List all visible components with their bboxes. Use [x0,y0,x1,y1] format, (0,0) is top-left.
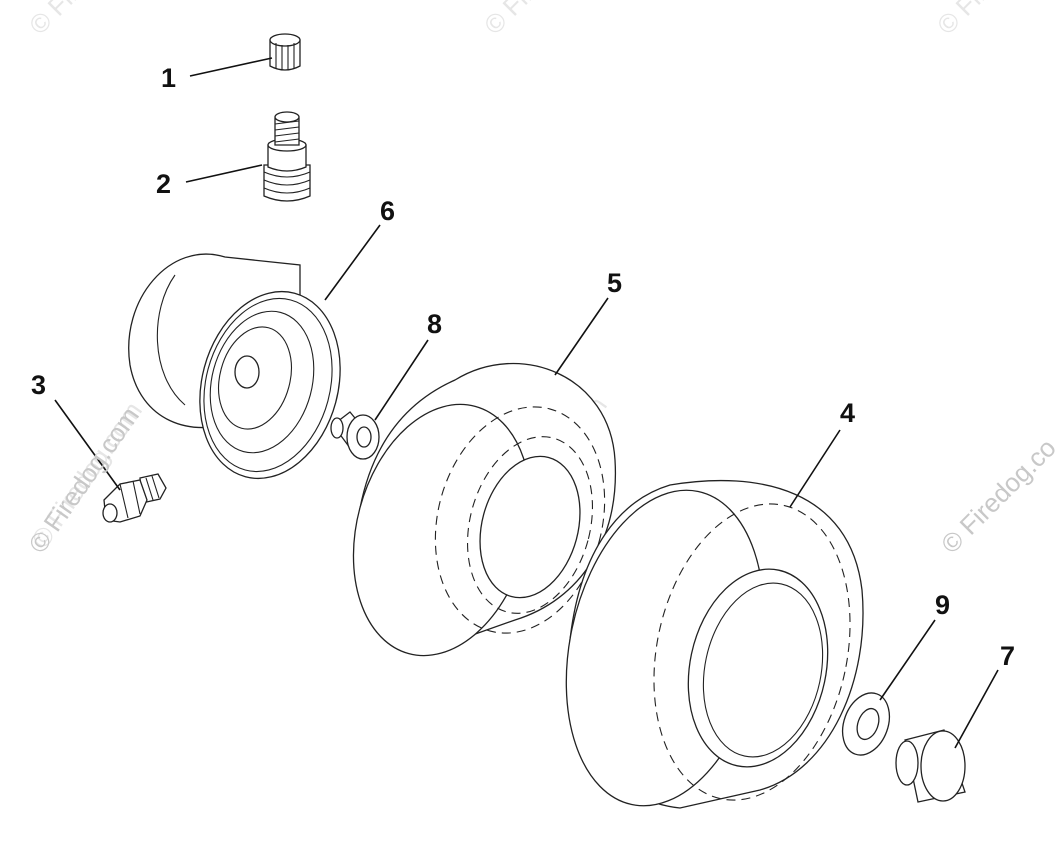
callout-9: 9 [935,590,950,620]
leader-line-6 [324,224,381,301]
watermark-corner-mid: © Fire [478,0,550,40]
watermark-edge-right: © Firedog.co [935,433,1056,560]
leader-line-5 [554,297,609,376]
watermark-corner-left: © Fire [23,0,95,40]
leader-line-9 [879,619,936,701]
part-9-washer [841,692,891,756]
part-1-valve-cap [269,33,301,71]
callout-5: 5 [607,268,622,298]
callout-3: 3 [31,370,46,400]
leader-line-1 [189,57,273,77]
callout-4: 4 [840,398,855,428]
callout-2: 2 [156,169,171,199]
part-5-inner-tube [352,362,617,657]
part-7-end-cap [895,729,966,803]
leader-line-3 [54,399,121,491]
callout-6: 6 [380,196,395,226]
watermark-corner-right: © Fire [931,0,1003,40]
part-6-wheel-rim [128,253,341,480]
callout-8: 8 [427,309,442,339]
leader-line-4 [789,429,841,508]
leader-line-8 [374,339,429,421]
part-8-bushing [330,411,380,460]
leader-line-7 [954,669,999,749]
part-3-grease-fitting [102,473,167,523]
callout-1: 1 [161,63,176,93]
callout-7: 7 [1000,641,1015,671]
part-2-valve-stem [263,111,311,202]
watermark-left: © Firedog.com [22,401,145,558]
leader-line-2 [185,164,263,183]
part-4-tire [565,479,864,809]
